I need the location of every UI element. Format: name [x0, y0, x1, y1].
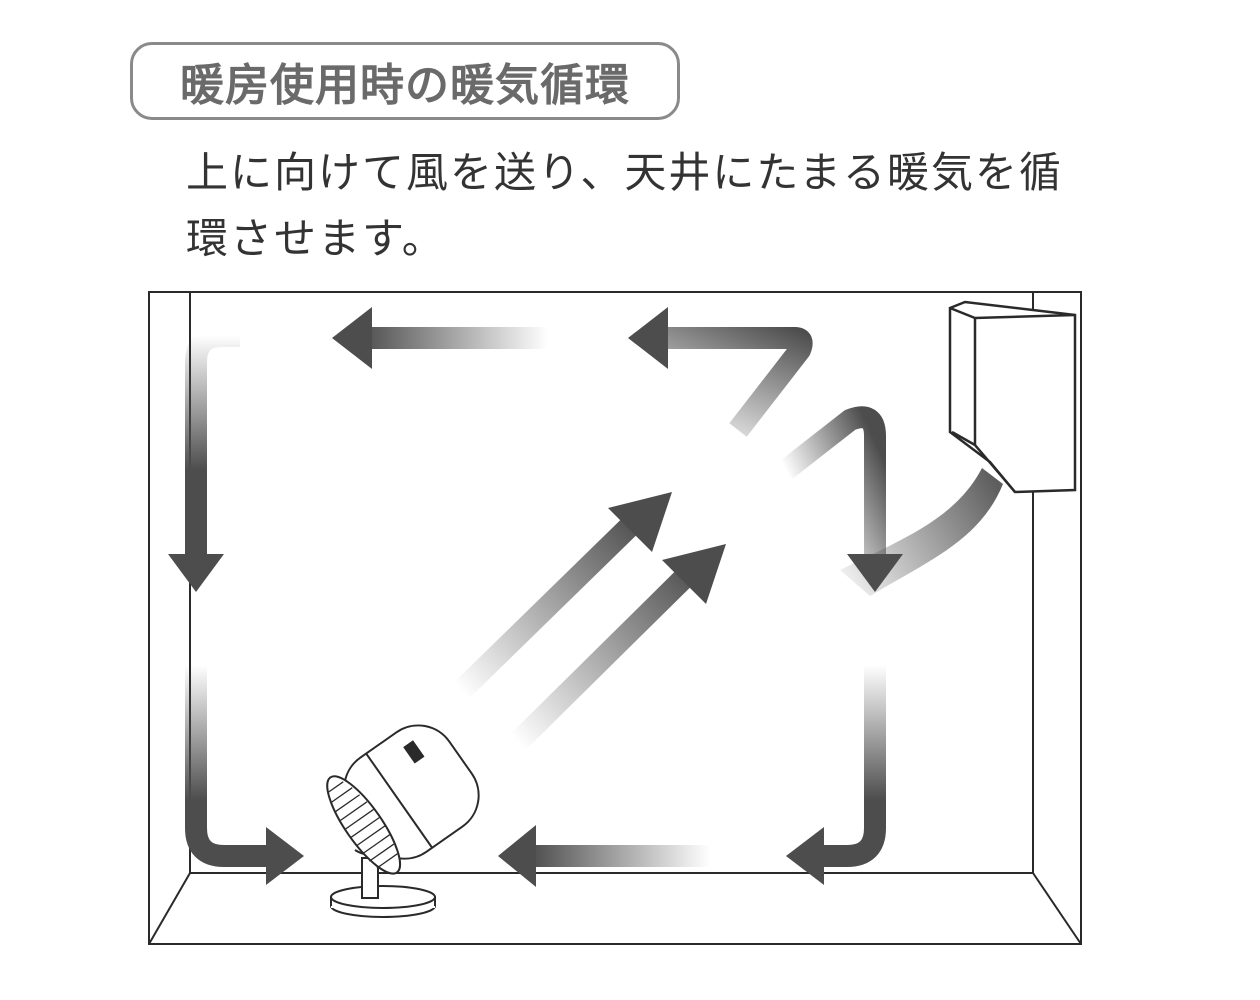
- airflow-arrow-left-down: [168, 325, 240, 592]
- airflow-arrow-left-bottom: [185, 662, 304, 885]
- description: 上に向けて風を送り、天井にたまる暖気を循 環させます。: [186, 140, 1063, 272]
- airflow-arrow-right-bottom: [786, 662, 886, 885]
- airflow-arrow-right-down: [779, 406, 903, 592]
- airflow-arrow-top-left: [332, 307, 550, 369]
- airflow-arrow-diagonal-1: [454, 492, 672, 698]
- airflow-arrow-bottom-middle: [498, 825, 710, 887]
- description-line-1: 上に向けて風を送り、天井にたまる暖気を循: [186, 148, 1064, 197]
- airflow-arrow-diagonal-2: [510, 544, 726, 750]
- section-title: 暖房使用時の暖気循環: [130, 42, 680, 120]
- description-line-2: 環させます。: [186, 214, 446, 263]
- air-conditioner-icon: [948, 300, 1077, 494]
- airflow-arrow-top-right: [628, 307, 813, 437]
- circulator-fan-icon: [326, 724, 480, 918]
